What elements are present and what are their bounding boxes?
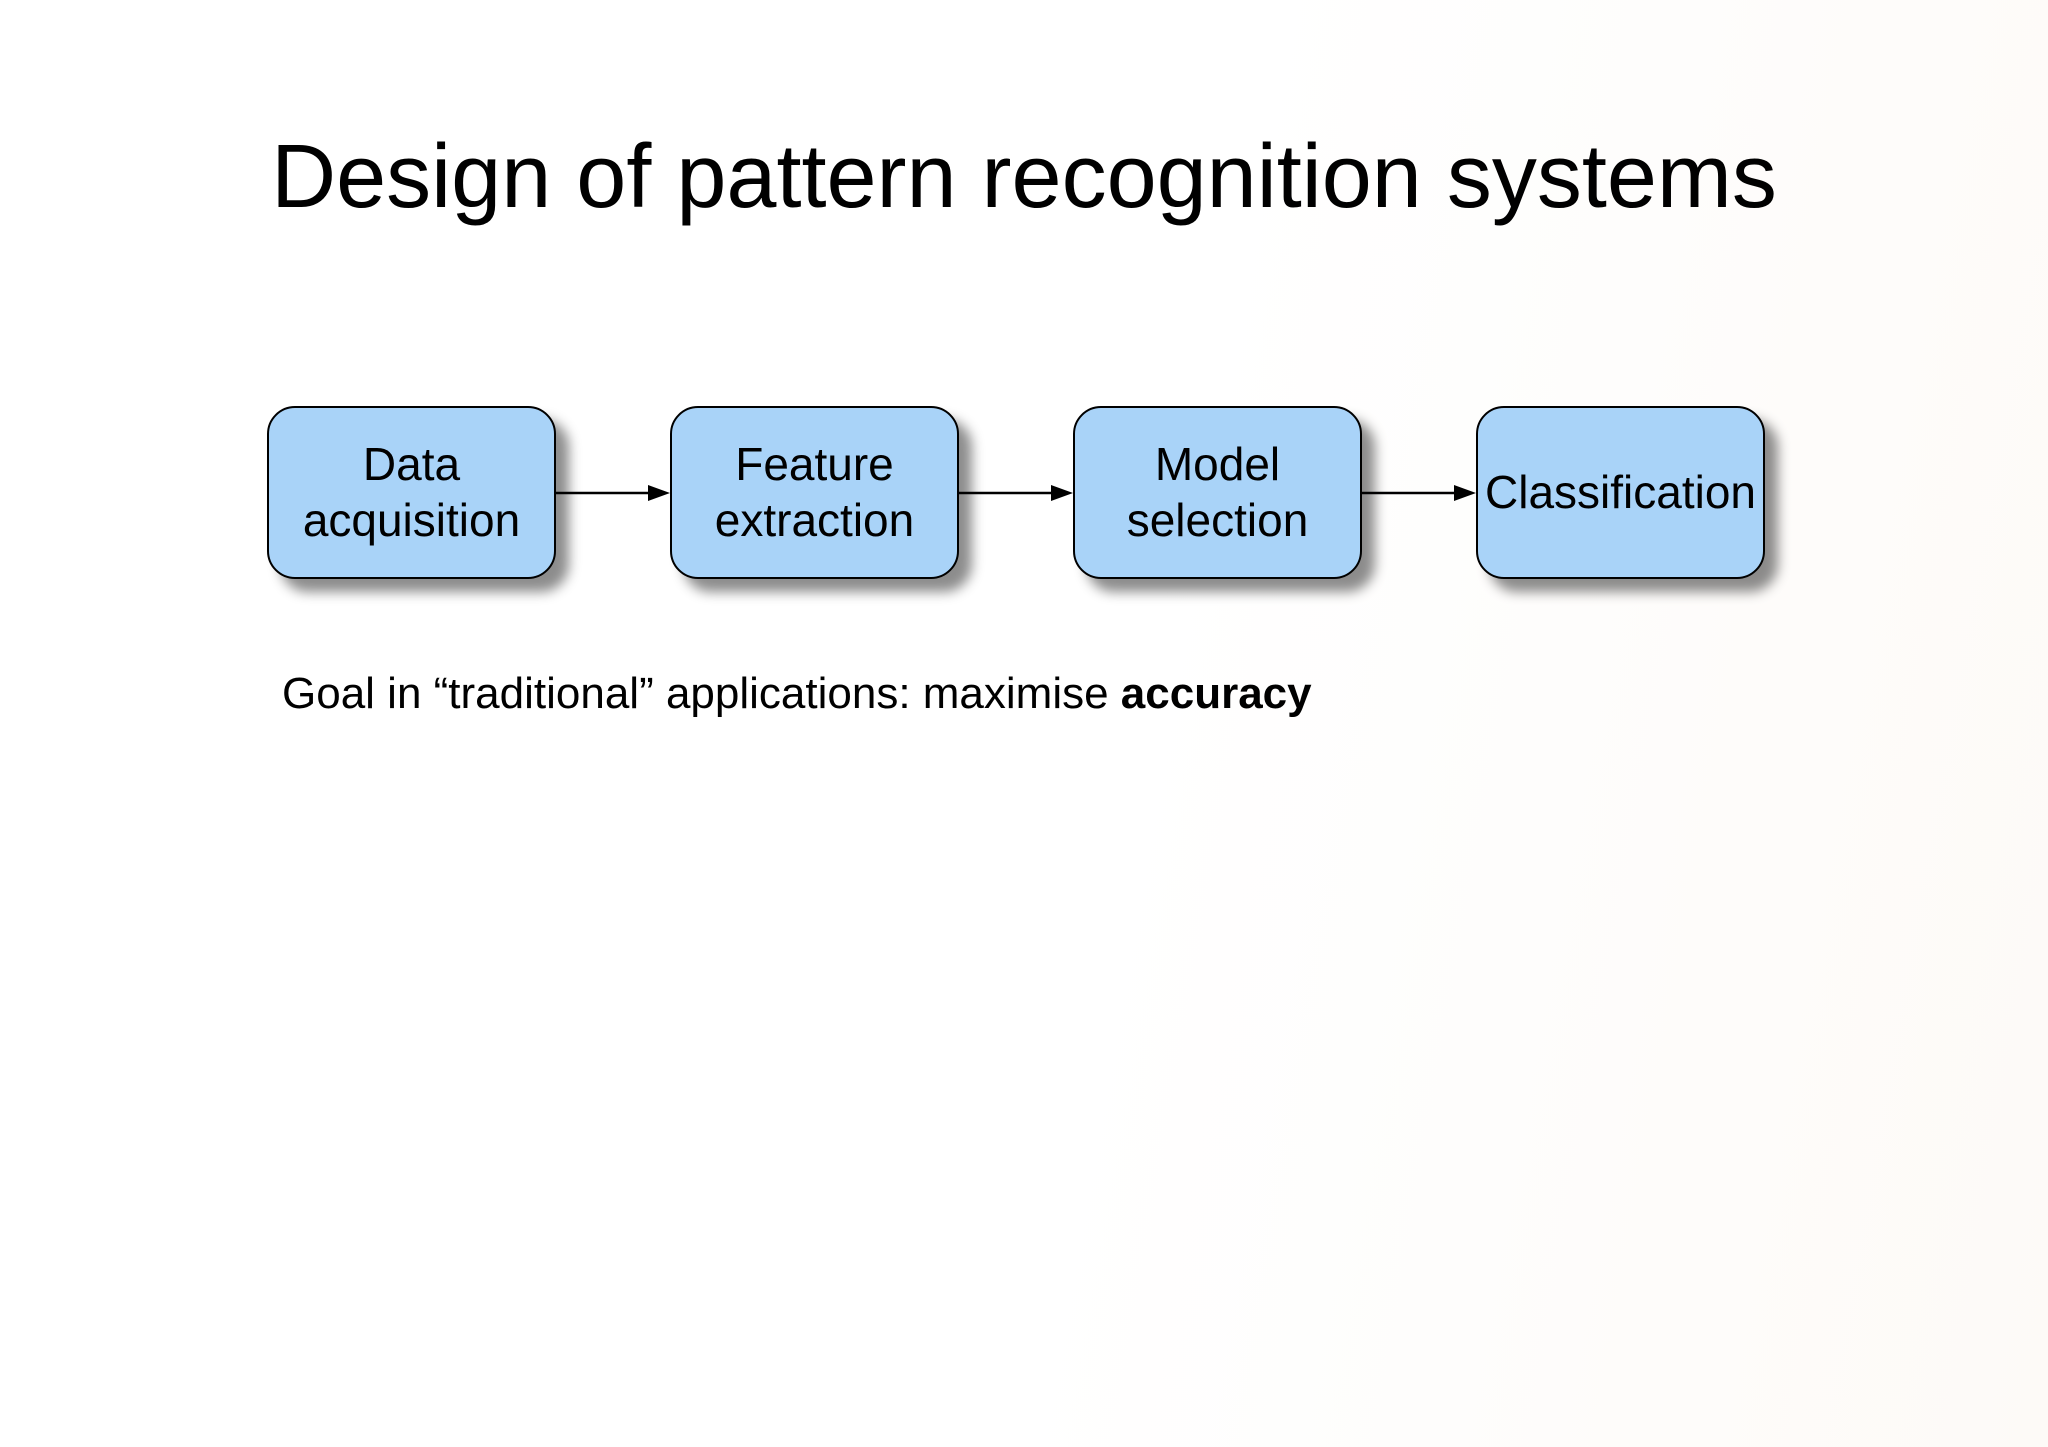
flow-box-label: Classification [1485, 465, 1756, 518]
flow-box-label: Data acquisition [302, 438, 521, 546]
flow-arrow-right-icon [959, 485, 1073, 501]
flow-box-label: Feature extraction [714, 438, 915, 546]
goal-statement: Goal in “traditional” applications: maxi… [282, 669, 1312, 720]
goal-statement-bold-term: accuracy [1120, 669, 1312, 718]
slide-title: Design of pattern recognition systems [271, 127, 1777, 227]
flow-box-feature-extraction: Feature extraction [670, 406, 959, 579]
flow-box-data-acquisition: Data acquisition [267, 406, 556, 579]
flow-arrow-right-icon [556, 485, 670, 501]
goal-statement-prefix: Goal in “traditional” applications: maxi… [282, 669, 1121, 718]
flow-arrow-right-icon [1362, 485, 1476, 501]
flow-box-model-selection: Model selection [1073, 406, 1362, 579]
flow-box-label: Model selection [1126, 438, 1309, 546]
flow-box-classification: Classification [1476, 406, 1765, 579]
